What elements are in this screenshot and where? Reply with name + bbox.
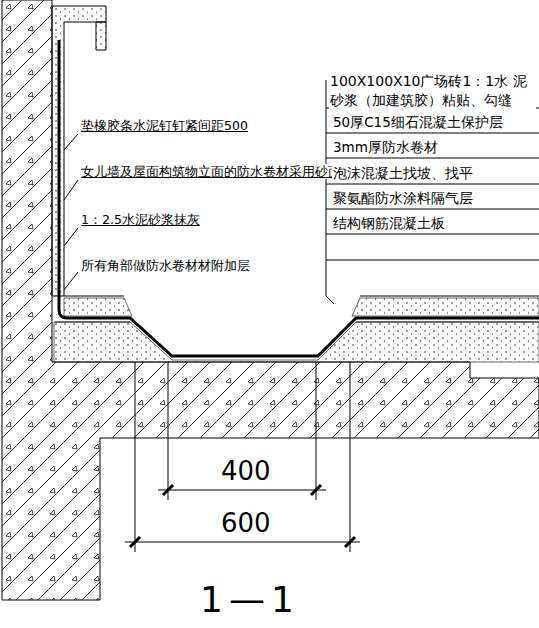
drip-edge <box>96 22 106 50</box>
leader-lines <box>64 80 539 304</box>
callout-note: 1：2.5水泥砂浆抹灰 <box>80 212 201 227</box>
waterproof-membrane <box>59 40 539 356</box>
protection-layer <box>64 298 132 316</box>
dimension-text: 600 <box>220 508 272 539</box>
callout-note: 泡沫混凝土找坡、找平 <box>332 165 474 181</box>
callout-note: 垫橡胶条水泥钉钉紧间距500 <box>80 118 249 133</box>
callout-note: 聚氨酯防水涂料隔气层 <box>332 190 474 206</box>
callout-note: 结构钢筋混凝土板 <box>332 215 446 231</box>
vapour-barrier <box>55 322 539 323</box>
callout-note: 50厚C15细石混凝土保护层 <box>332 114 504 130</box>
tile-layer <box>64 296 539 297</box>
callout-note: 3mm厚防水卷材 <box>332 139 439 155</box>
protection-layer <box>352 298 539 316</box>
callout-note: 所有角部做防水卷材材附加层 <box>80 258 251 273</box>
section-title: 1—1 <box>199 578 301 621</box>
callout-note: 100X100X10广场砖1：1水 泥砂浆（加建筑胶）粘贴、勾缝 <box>329 72 536 110</box>
dimension-text: 400 <box>220 456 272 487</box>
concrete-structure <box>2 0 539 600</box>
dimension-lines <box>125 362 360 552</box>
callout-note: 女儿墙及屋面构筑物立面的防水卷材采用砂面 <box>80 164 342 179</box>
